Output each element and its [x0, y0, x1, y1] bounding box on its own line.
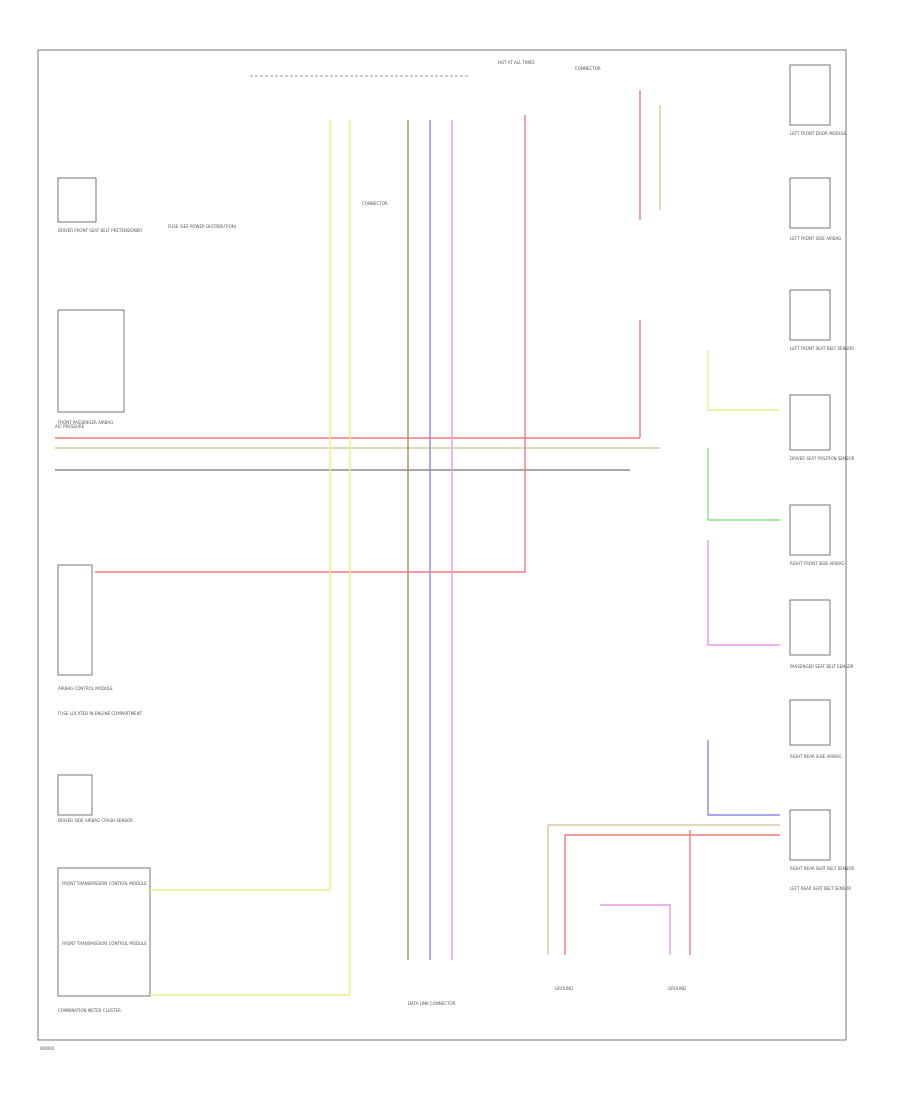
ac-pressure-label: A/C PRESSURE: [55, 424, 85, 429]
airbag-module-box: [57, 564, 93, 676]
trans-module-box: [57, 867, 151, 997]
airbag-module-label: AIRBAG CONTROL MODULE: [58, 686, 113, 691]
passenger-airbag-box: [57, 309, 125, 413]
right-8-label: LEFT REAR SEAT BELT SENSOR: [790, 886, 851, 891]
right-2-label: LEFT FRONT SEAT BELT SENSOR: [790, 346, 854, 351]
crash-sensor-box: [57, 774, 93, 816]
driver-seat-position-box: [789, 394, 831, 451]
right-rear-belt-sensor-box: [789, 809, 831, 861]
left-front-door-module-box: [789, 64, 831, 126]
crash-sensor-label: DRIVER SIDE AIRBAG CRASH SENSOR: [58, 818, 133, 823]
right-top-label: LEFT FRONT DOOR MODULE: [790, 131, 847, 136]
passenger-belt-sensor-box: [789, 599, 831, 656]
right-rear-side-airbag-box: [789, 699, 831, 746]
connector-top-label: CONNECTOR: [575, 66, 601, 71]
data-link-label: DATA LINK CONNECTOR: [408, 1001, 456, 1006]
right-3-label: DRIVER SEAT POSITION SENSOR: [790, 456, 855, 461]
right-7-label: RIGHT REAR SEAT BELT SENSOR: [790, 866, 854, 871]
wire-green-right: [707, 448, 780, 521]
passenger-airbag-label: FRONT PASSENGER AIRBAG: [58, 420, 113, 425]
wire-yellow-right: [707, 350, 780, 411]
left-front-belt-sensor-box: [789, 289, 831, 341]
footer-id: W0000: [40, 1046, 55, 1051]
right-1-label: LEFT FRONT SIDE AIRBAG: [790, 236, 841, 241]
header-fuse-label: HOT AT ALL TIMES: [498, 60, 535, 65]
wire-red-airbag-feed: [95, 115, 526, 573]
wire-red-bottom-a: [564, 834, 780, 955]
trans-1-label: FRONT TRANSMISSION CONTROL MODULE: [62, 881, 147, 886]
connector-mid-label: CONNECTOR: [362, 201, 388, 206]
driver-pretensioner-box: [57, 177, 97, 223]
wire-blue-right-bottom: [707, 740, 780, 816]
trans-3-label: COMBINATION METER CLUSTER: [58, 1008, 121, 1013]
wire-yellow-vertical-1: [150, 120, 331, 891]
left-mid-label: FUSE LOCATED IN ENGINE COMPARTMENT: [58, 711, 143, 716]
fuse-note-1: FUSE (SEE POWER DISTRIBUTION): [168, 224, 237, 229]
wire-tan-bottom-a: [547, 824, 780, 955]
right-front-side-airbag-box: [789, 504, 831, 556]
wire-yellow-vertical-2: [150, 120, 351, 996]
right-4-label: RIGHT FRONT SIDE AIRBAG: [790, 561, 845, 566]
driver-pretensioner-label: DRIVER FRONT SEAT BELT PRETENSIONER: [58, 228, 142, 233]
right-6-label: RIGHT REAR SIDE AIRBAG: [790, 754, 842, 759]
ground-1-label: GROUND: [555, 986, 573, 991]
diagram-frame: [37, 49, 847, 1041]
wire-group: [55, 90, 780, 996]
left-front-side-airbag-box: [789, 177, 831, 229]
wire-violet-bottom-b: [600, 904, 671, 955]
ground-2-label: GROUND: [668, 986, 686, 991]
trans-2-label: FRONT TRANSMISSION CONTROL MODULE: [62, 941, 147, 946]
right-5-label: PASSENGER SEAT BELT SENSOR: [790, 664, 854, 669]
wire-violet-right: [707, 540, 780, 646]
